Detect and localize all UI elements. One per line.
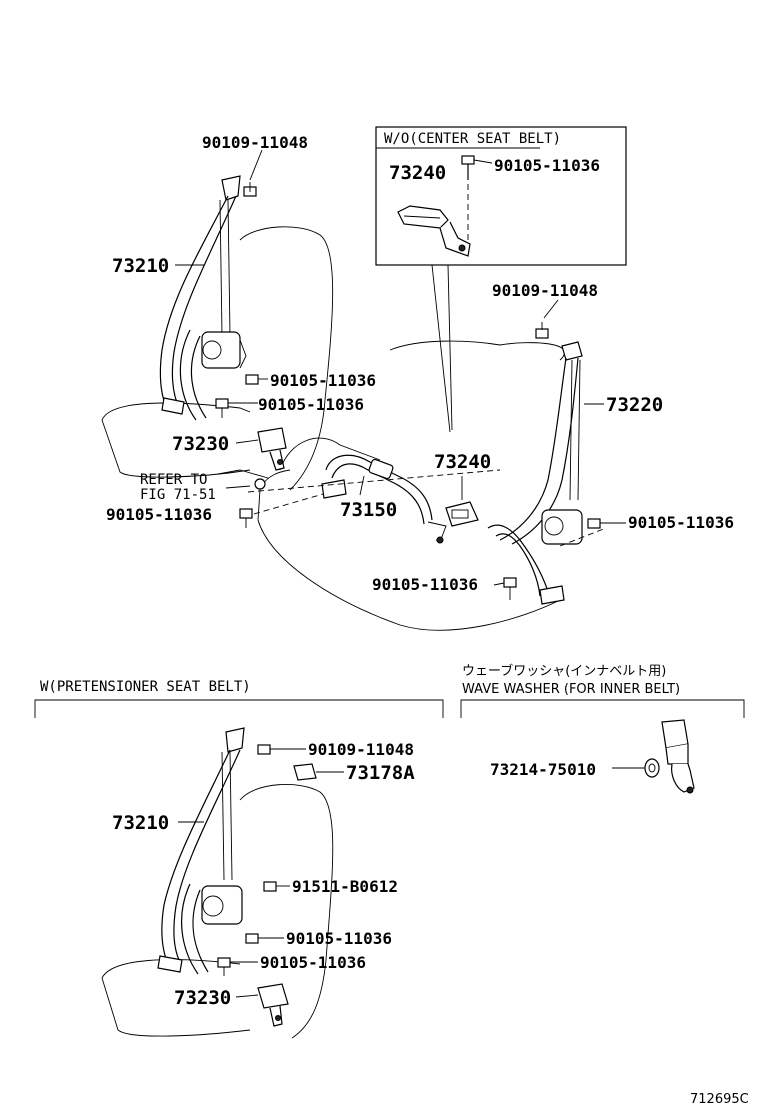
washer-icon-left	[254, 478, 266, 490]
left-buckle-73230-icon	[257, 427, 287, 471]
inset-part-73240: 73240	[389, 162, 446, 184]
upper-part-90105-11036-d: 90105-11036	[372, 575, 478, 594]
refer-to-line-2: FIG 71-51	[140, 487, 216, 503]
pretensioner-lower-anchor-icon	[157, 955, 183, 973]
wave-washer-buckle-icon	[661, 719, 695, 794]
inset-part-90105-11036: 90105-11036	[494, 156, 600, 175]
pretensioner-part-90105-11036-b: 90105-11036	[260, 953, 366, 972]
left-seat-back-outline	[239, 226, 334, 491]
pretensioner-title: W(PRETENSIONER SEAT BELT)	[40, 679, 251, 695]
bolt-icon-upper-left-top	[243, 149, 263, 197]
left-seat-cushion-outline	[101, 402, 251, 421]
pretensioner-cover-73178a-icon	[293, 763, 344, 781]
upper-right-part-90109-11048: 90109-11048	[492, 281, 598, 300]
bolt-icon-upper-right-top	[535, 299, 559, 339]
pretensioner-buckle-73230-icon	[257, 983, 289, 1027]
upper-part-73210: 73210	[112, 255, 169, 277]
inset-leader-1	[431, 264, 451, 433]
pretensioner-bolt-top-icon	[257, 744, 306, 755]
rear-seat-left-edge	[279, 437, 381, 471]
upper-part-90105-11036-c: 90105-11036	[106, 505, 212, 524]
inset-leader-2	[447, 264, 453, 431]
inset-bolt-icon	[461, 155, 493, 240]
upper-part-73230: 73230	[172, 433, 229, 455]
rear-seat-bottom-outline	[257, 519, 561, 631]
upper-part-90105-11036-b: 90105-11036	[258, 395, 364, 414]
pretensioner-part-90105-11036-a: 90105-11036	[286, 929, 392, 948]
left-seat-cushion-front	[101, 419, 251, 478]
bolt-icon-retractor-a	[245, 374, 268, 385]
pretensioner-seat-back-outline	[239, 783, 334, 1039]
pretensioner-bolt-lower-a-icon	[245, 933, 284, 944]
pretensioner-part-91511-b0612: 91511-B0612	[292, 877, 398, 896]
upper-left-part-90109-11048: 90109-11048	[202, 133, 308, 152]
pretensioner-part-90109-11048: 90109-11048	[308, 740, 414, 759]
bolt-icon-right-retractor	[587, 518, 626, 529]
upper-part-90105-11036-a: 90105-11036	[270, 371, 376, 390]
wave-washer-title-ja: ウェーブワッシャ(インナベルト用)	[462, 663, 666, 679]
wave-washer-title-en: WAVE WASHER (FOR INNER BELT)	[462, 682, 680, 697]
rear-seat-back-outline	[389, 340, 565, 361]
bolt-icon-center-bottom	[503, 577, 517, 600]
inset-center-seat-belt: W/O(CENTER SEAT BELT) 73240 90105-11036	[375, 126, 627, 433]
pretensioner-part-73178a: 73178A	[346, 762, 415, 784]
right-upper-anchor-icon	[561, 341, 583, 361]
right-retractor-icon	[541, 509, 583, 545]
upper-part-73220: 73220	[606, 394, 663, 416]
pretensioner-bolt-lower-b-icon	[217, 957, 258, 976]
pretensioner-part-73210: 73210	[112, 812, 169, 834]
bolt-icon-retractor-b	[215, 398, 258, 418]
inset-buckle-icon	[397, 205, 471, 257]
refer-leader-line	[217, 469, 269, 479]
pretensioner-bolt-mid-icon	[263, 881, 290, 892]
pretensioner-upper-anchor-icon	[225, 727, 245, 753]
left-seat-belt-73210	[159, 175, 247, 421]
pretensioner-section: W(PRETENSIONER SEAT BELT)	[34, 679, 444, 1039]
pretensioner-part-73230: 73230	[174, 987, 231, 1009]
right-lower-anchor-icon	[539, 585, 565, 605]
wave-washer-part-73214-75010: 73214-75010	[490, 760, 596, 779]
inset-box	[375, 126, 627, 266]
inset-title: W/O(CENTER SEAT BELT)	[384, 131, 561, 147]
wave-washer-section: ウェーブワッシャ(インナベルト用) WAVE WASHER (FOR INNER…	[460, 663, 745, 794]
pretensioner-seat-cushion-outline	[101, 959, 241, 979]
refer-to-line-1: REFER TO	[140, 472, 207, 488]
figure-id: 712695C	[690, 1092, 749, 1107]
wave-washer-icon	[644, 758, 660, 778]
upper-part-73240: 73240	[434, 451, 491, 473]
right-seat-belt-73220	[487, 341, 583, 605]
center-buckle-73240-icon	[445, 501, 479, 527]
upper-view	[101, 149, 626, 631]
left-upper-anchor-icon	[221, 175, 241, 201]
upper-part-73150: 73150	[340, 499, 397, 521]
rear-seat-left-side	[257, 469, 291, 521]
pretensioner-bracket	[34, 699, 444, 718]
left-lower-anchor-icon	[161, 397, 185, 415]
bolt-icon-upper-left-bottom	[239, 508, 253, 528]
pretensioner-retractor-icon	[201, 885, 243, 925]
wave-washer-bracket	[460, 699, 745, 718]
center-belt-73150-icon	[321, 454, 447, 544]
upper-part-90105-11036-e: 90105-11036	[628, 513, 734, 532]
